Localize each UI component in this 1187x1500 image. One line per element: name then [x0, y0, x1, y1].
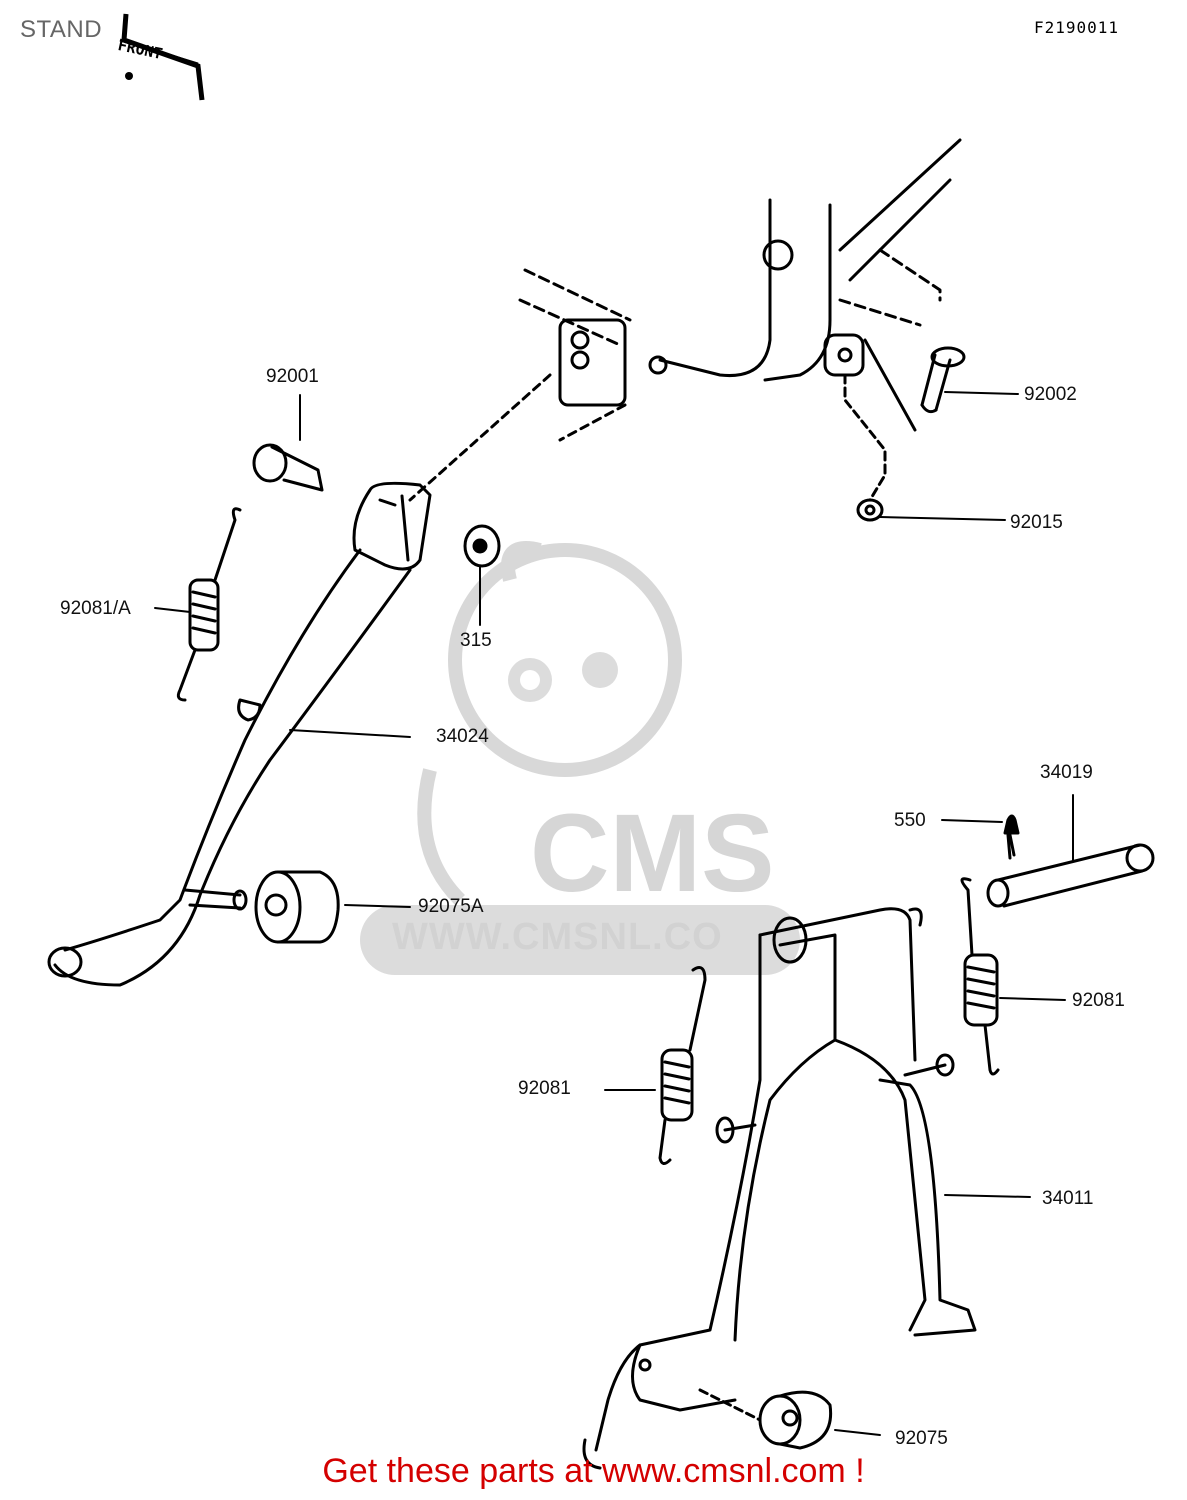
label-34011: 34011 [1042, 1188, 1094, 1209]
watermark-brand: CMS [530, 792, 775, 915]
spring-92081a-shape [154, 507, 242, 702]
roller-92075a-shape [254, 870, 411, 944]
cotter-pin-550-shape [941, 814, 1020, 860]
label-315: 315 [460, 630, 492, 651]
label-92081a: 92081/A [60, 598, 131, 619]
label-34024: 34024 [436, 726, 489, 747]
diagram-ref-code: F2190011 [1034, 18, 1120, 37]
page-title: STAND [20, 16, 103, 43]
bolt-92002-shape [920, 346, 966, 414]
label-92081-right: 92081 [1072, 990, 1125, 1011]
label-92015: 92015 [1010, 512, 1063, 533]
watermark-url: WWW.CMSNL.CO [392, 916, 723, 958]
label-550: 550 [894, 810, 926, 831]
side-stand-34024-shape [47, 481, 432, 987]
center-stand-34011-shape [582, 907, 1031, 1470]
spring-92081-right-shape [960, 877, 1066, 1076]
label-34019: 34019 [1040, 762, 1093, 783]
watermark-logo [360, 541, 800, 975]
spring-92081-left-shape [604, 966, 707, 1165]
label-92081-left: 92081 [518, 1078, 571, 1099]
label-92001: 92001 [266, 366, 319, 387]
label-92075: 92075 [895, 1428, 948, 1449]
label-92002: 92002 [1024, 384, 1077, 405]
label-92075a: 92075A [418, 896, 484, 917]
front-tag-arrow [119, 13, 205, 101]
nut-92015-shape [856, 498, 884, 522]
frame-section [408, 138, 962, 502]
footer-link-text[interactable]: Get these parts at www.cmsnl.com ! [322, 1452, 865, 1490]
bolt-92001-shape [252, 394, 324, 492]
pin-34019-shape [986, 794, 1155, 908]
roller-92075-shape [758, 1390, 881, 1450]
part-315-shape [463, 524, 501, 626]
